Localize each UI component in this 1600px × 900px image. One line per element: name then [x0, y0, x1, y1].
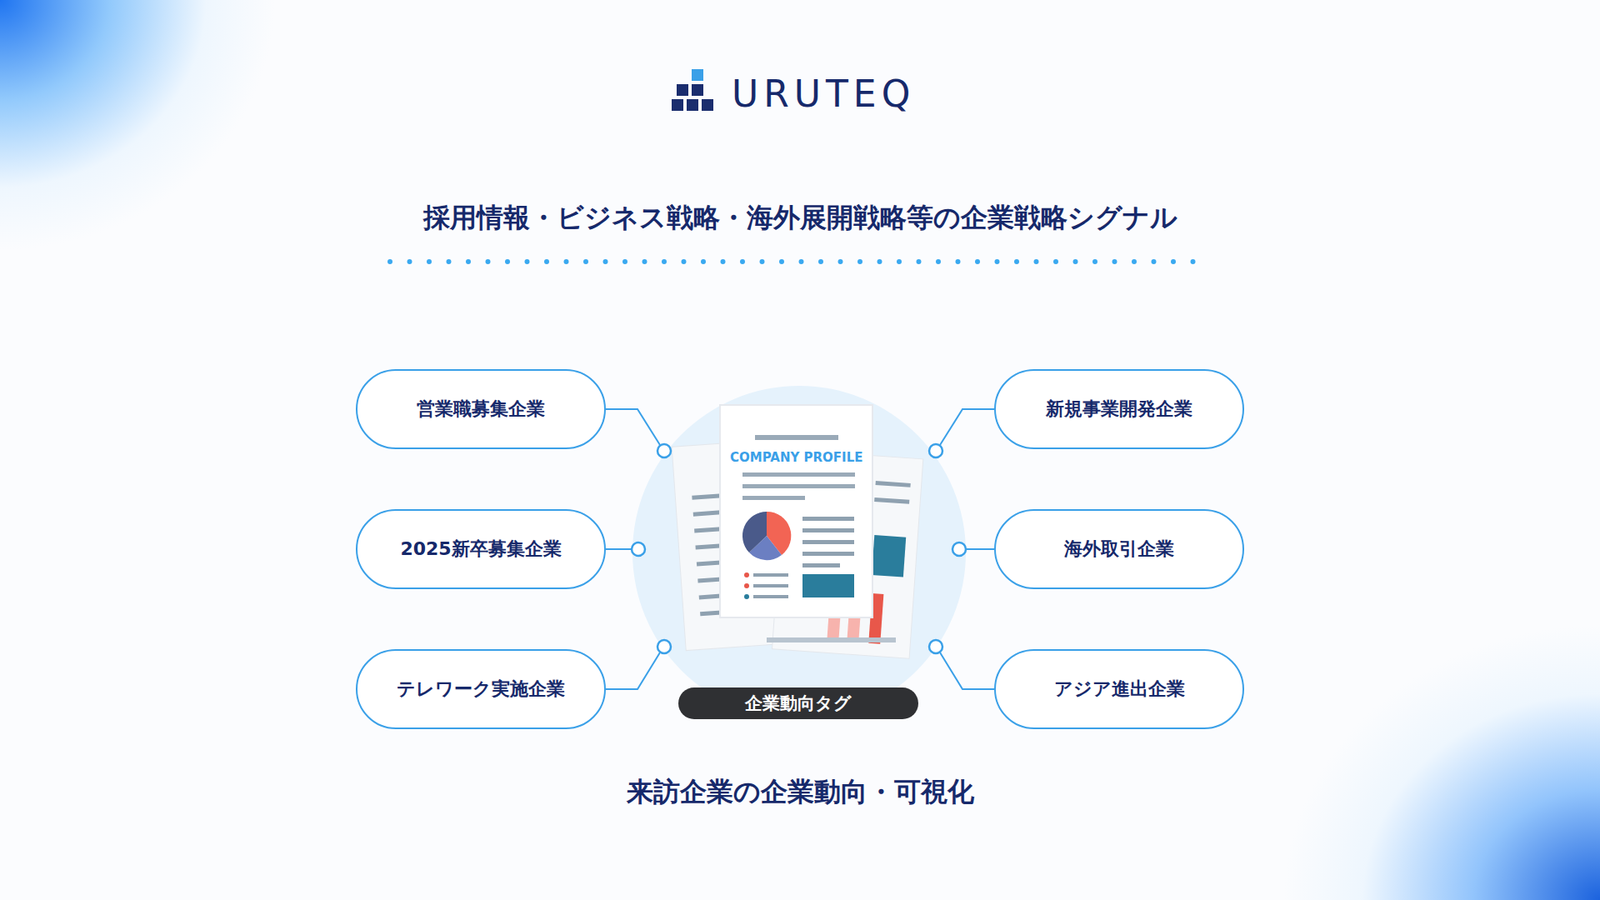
- documents: [671, 405, 924, 659]
- dotted-rule: [390, 259, 1212, 265]
- tag-pill: 2025新卒募集企業: [355, 509, 606, 590]
- tag-pill: 海外取引企業: [994, 509, 1245, 590]
- tag-pill: 営業職募集企業: [355, 369, 606, 450]
- node-text: 企業動向タグ: [745, 691, 852, 715]
- background-circle: [632, 385, 966, 720]
- tag-pill: 新規事業開発企業: [994, 369, 1245, 450]
- leader-lines: [605, 409, 995, 690]
- node-text: 新規事業開発企業: [1045, 396, 1193, 422]
- tag-badge: 企業動向タグ: [678, 687, 919, 720]
- node-text: 2025新卒募集企業: [400, 536, 561, 562]
- logo-icon: [671, 69, 714, 111]
- node-text: テレワーク実施企業: [396, 676, 565, 702]
- logo-text: URUTEQ: [731, 72, 915, 115]
- node-text: 海外取引企業: [1064, 536, 1175, 562]
- node-text: 営業職募集企業: [416, 396, 545, 422]
- connector-dots: [631, 444, 966, 654]
- title: 採用情報・ビジネス戦略・海外展開戦略等の企業戦略シグナル: [423, 200, 1178, 237]
- tag-pill: アジア進出企業: [994, 649, 1245, 730]
- caption: 来訪企業の企業動向・可視化: [626, 774, 975, 811]
- tag-pill: テレワーク実施企業: [355, 649, 606, 730]
- document-title: COMPANY PROFILE: [730, 450, 863, 465]
- node-text: アジア進出企業: [1054, 676, 1185, 702]
